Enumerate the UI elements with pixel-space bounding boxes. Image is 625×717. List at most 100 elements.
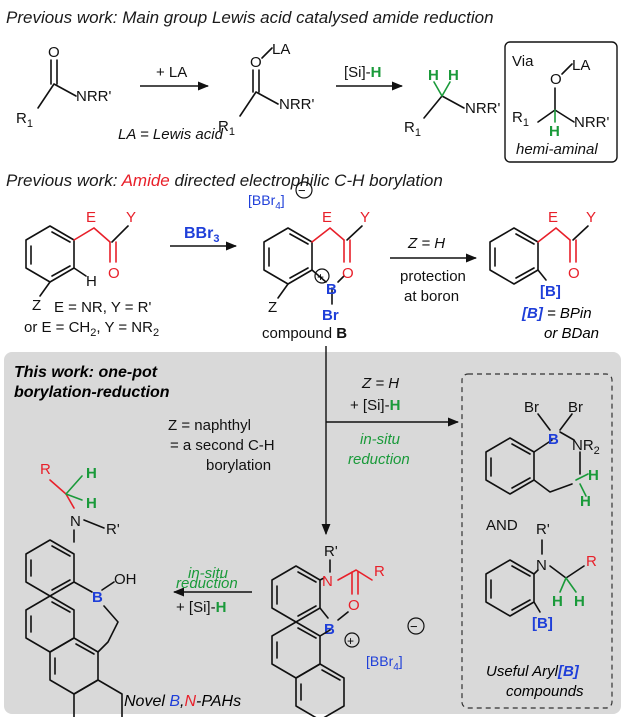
svg-text:at boron: at boron <box>404 288 459 305</box>
svg-text:H: H <box>86 273 97 290</box>
svg-text:B: B <box>548 431 559 448</box>
hemi-aminal-box: Via O LA H R1 NRR' hemi-aminal <box>504 41 618 163</box>
lewis-acid-definition: LA = Lewis acid <box>118 126 224 143</box>
useful-aryl-b-box <box>461 373 613 709</box>
arrow-bbr3: BBr3 <box>170 225 238 251</box>
svg-text:−: − <box>298 183 306 198</box>
svg-text:O: O <box>550 71 562 88</box>
svg-text:R': R' <box>324 543 338 560</box>
svg-text:E = NR, Y = R': E = NR, Y = R' <box>54 299 151 316</box>
svg-text:borylation: borylation <box>206 457 271 474</box>
this-work-panel <box>4 352 621 714</box>
svg-text:+ [Si]-H: + [Si]-H <box>350 397 400 414</box>
svg-text:N: N <box>70 513 81 530</box>
svg-text:R: R <box>374 563 385 580</box>
svg-text:O: O <box>48 44 60 61</box>
svg-text:Y: Y <box>126 209 136 226</box>
svg-text:= a second C-H: = a second C-H <box>170 437 275 454</box>
svg-text:[B] = BPin: [B] = BPin <box>521 305 592 322</box>
and-label: AND <box>486 517 518 534</box>
svg-text:H: H <box>588 467 599 484</box>
svg-text:H: H <box>448 67 459 84</box>
svg-text:−: − <box>410 619 418 634</box>
svg-text:O: O <box>568 265 580 282</box>
svg-text:NRR': NRR' <box>574 114 609 131</box>
svg-text:H: H <box>86 465 97 482</box>
svg-text:Z: Z <box>268 299 277 316</box>
svg-text:R1: R1 <box>512 109 529 129</box>
svg-text:+: + <box>347 634 354 648</box>
svg-text:NRR': NRR' <box>76 88 111 105</box>
svg-text:R': R' <box>106 521 120 538</box>
amine-product: H H R1 NRR' <box>404 67 500 139</box>
svg-text:B: B <box>326 281 337 298</box>
svg-text:OH: OH <box>114 571 137 588</box>
svg-text:Z = naphthyl: Z = naphthyl <box>168 417 251 434</box>
svg-text:[Si]-H: [Si]-H <box>344 64 382 81</box>
panel-title-line1: This work: one-pot <box>14 364 158 381</box>
svg-text:compounds: compounds <box>506 683 584 700</box>
svg-text:reduction: reduction <box>176 575 238 592</box>
arrow-silane-reduction: [Si]-H <box>336 64 404 91</box>
svg-text:compound B: compound B <box>262 325 347 342</box>
svg-text:[BBr4]: [BBr4] <box>366 653 403 673</box>
svg-text:or BDan: or BDan <box>544 325 599 342</box>
svg-text:E: E <box>548 209 558 226</box>
header-previous-work-lewis-acid: Previous work: Main group Lewis acid cat… <box>6 8 494 27</box>
svg-text:R1: R1 <box>404 119 421 139</box>
svg-text:R': R' <box>536 521 550 538</box>
svg-text:NRR': NRR' <box>279 96 314 113</box>
svg-text:B: B <box>92 589 103 606</box>
svg-text:Z: Z <box>32 297 41 314</box>
amide-starting-material: O R1 NRR' <box>16 44 111 130</box>
svg-text:R1: R1 <box>218 118 235 138</box>
svg-text:LA: LA <box>572 57 590 74</box>
svg-text:or E = CH2, Y = NR2: or E = CH2, Y = NR2 <box>24 319 159 339</box>
arrow-add-lewis-acid: + LA <box>140 64 210 91</box>
svg-text:H: H <box>580 493 591 510</box>
svg-text:O: O <box>250 54 262 71</box>
svg-text:E: E <box>86 209 96 226</box>
svg-text:E: E <box>322 209 332 226</box>
svg-text:H: H <box>428 67 439 84</box>
compound-b: [BBr4] − E Y O B + Br Z compound B <box>248 181 370 342</box>
arrow-protection-at-boron: Z = H protection at boron <box>390 235 478 305</box>
svg-text:[B]: [B] <box>532 615 553 632</box>
svg-text:R1: R1 <box>16 110 33 130</box>
svg-text:N: N <box>536 557 547 574</box>
novel-bn-pah-label: Novel B,N-PAHs <box>124 693 241 710</box>
svg-text:Z = H: Z = H <box>407 235 445 252</box>
svg-text:R: R <box>586 553 597 570</box>
ortho-boryl-aniline: R' N R H H [B] <box>485 521 597 632</box>
svg-text:+: + <box>317 270 324 284</box>
benzazaborine-product: Br Br B NR2 H H <box>485 399 600 510</box>
useful-aryl-label: Useful Aryl[B] <box>486 663 580 680</box>
svg-text:Br: Br <box>524 399 539 416</box>
header-previous-work-borylation: Previous work: Amide directed electrophi… <box>6 171 443 190</box>
svg-text:reduction: reduction <box>348 451 410 468</box>
svg-text:LA: LA <box>272 41 290 58</box>
arene-substrate: E Y O H Z E = NR, Y = R' or E = CH2, Y =… <box>24 209 159 339</box>
svg-text:in-situ: in-situ <box>360 431 401 448</box>
svg-text:hemi-aminal: hemi-aminal <box>516 141 598 158</box>
svg-text:[BBr4]: [BBr4] <box>248 192 285 212</box>
svg-text:protection: protection <box>400 268 466 285</box>
svg-text:Via: Via <box>512 53 534 70</box>
svg-text:Y: Y <box>360 209 370 226</box>
svg-text:H: H <box>574 593 585 610</box>
svg-text:H: H <box>549 123 560 140</box>
svg-text:O: O <box>342 265 354 282</box>
activated-amide: O LA R1 NRR' <box>218 41 314 138</box>
svg-text:[B]: [B] <box>540 283 561 300</box>
svg-text:O: O <box>348 597 360 614</box>
svg-text:H: H <box>552 593 563 610</box>
svg-text:NRR': NRR' <box>465 100 500 117</box>
protected-boron-product: E Y O [B] [B] = BPin or BDan <box>489 209 599 342</box>
bn-pah-amide-intermediate: R' N R O B + [BBr4] − <box>271 543 425 717</box>
svg-text:Br: Br <box>568 399 583 416</box>
svg-text:NR2: NR2 <box>572 437 600 457</box>
arrow-insitu-reduction-left: in-situ reduction + [Si]-H <box>172 565 252 616</box>
svg-text:N: N <box>322 573 333 590</box>
panel-title-line2: borylation-reduction <box>14 384 170 401</box>
